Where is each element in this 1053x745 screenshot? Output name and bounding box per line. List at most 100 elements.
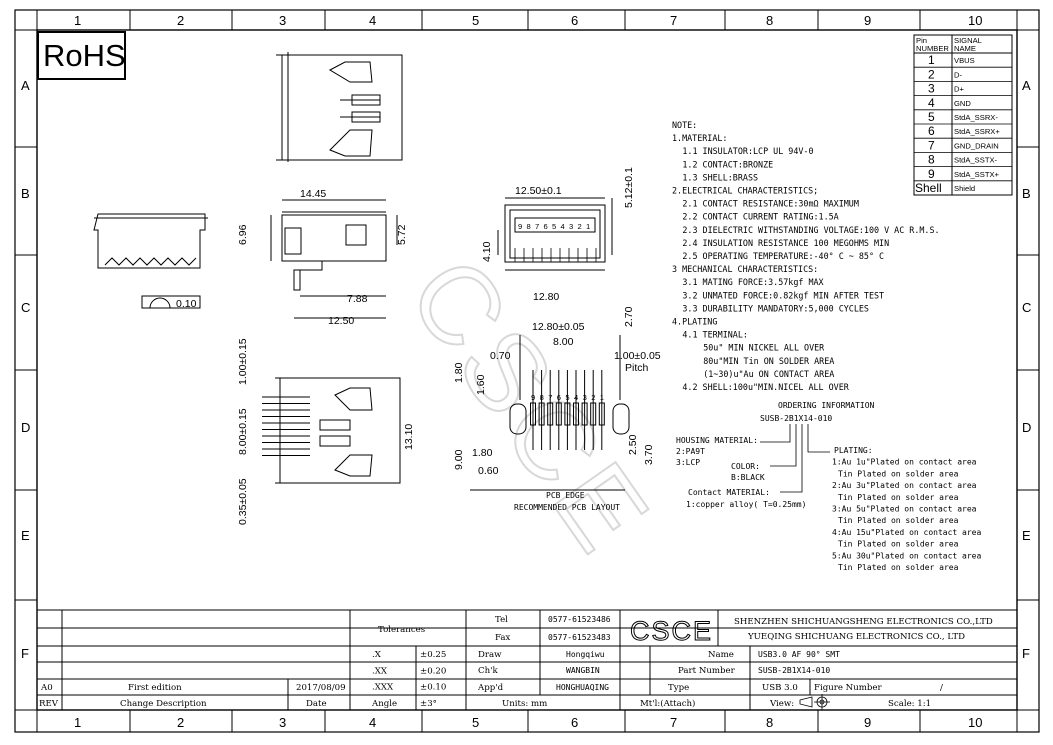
note-line: 1.2 CONTACT:BRONZE xyxy=(682,159,773,169)
pcb-1-60: 1.60 xyxy=(475,374,487,395)
pin-signal: StdA_SSRX+ xyxy=(954,127,1000,136)
housing-option: 3:LCP xyxy=(676,458,700,467)
note-line: 1.MATERIAL: xyxy=(672,133,727,143)
dim-0-35: 0.35±0.05 xyxy=(237,478,249,525)
ordering-leaders xyxy=(760,424,830,493)
tolerance-value: ±3° xyxy=(420,699,437,709)
front-pin-digit: 1 xyxy=(586,222,590,231)
tolerance-key: Angle xyxy=(371,699,397,709)
note-line: 2.3 DIELECTRIC WITHSTANDING VOLTAGE:100 … xyxy=(682,225,939,235)
pin-signal: VBUS xyxy=(954,56,975,65)
part-number-label: Part Number xyxy=(678,666,736,676)
grid-col-top-8: 8 xyxy=(766,13,773,28)
grid-col-bottom-9: 9 xyxy=(864,715,871,730)
pcb-1-00: 1.00±0.05 xyxy=(614,350,661,362)
tolerances-label: Tolerances xyxy=(378,625,425,635)
tolerance-value: ±0.10 xyxy=(420,683,446,693)
front-pin-digit: 8 xyxy=(527,222,531,231)
figure-number-label: Figure Number xyxy=(814,683,882,693)
ordering-options: HOUSING MATERIAL: 2:PA9T 3:LCP COLOR: B:BLAC… xyxy=(676,436,981,572)
pin-head-1a: Pin xyxy=(916,36,927,45)
note-line: 4.2 SHELL:100u"MIN.NICEL ALL OVER xyxy=(682,382,849,392)
color-option: B:BLACK xyxy=(731,473,765,482)
housing-option: HOUSING MATERIAL: xyxy=(676,436,758,445)
outer-frame xyxy=(14,9,1040,733)
pcb-0-70: 0.70 xyxy=(490,350,511,362)
ordering-title: ORDERING INFORMATION xyxy=(778,401,875,410)
pin-signal: StdA_SSTX+ xyxy=(954,170,1000,179)
bottom-pin-lines xyxy=(262,396,310,456)
plating-option: 3:Au 5u"Plated on contact area xyxy=(832,505,977,514)
note-line: 4.1 TERMINAL: xyxy=(682,330,748,340)
plating-option: PLATING: xyxy=(834,446,873,455)
plating-option: Tin Plated on solder area xyxy=(838,563,959,572)
tel-value: 0577-61523486 xyxy=(548,615,611,624)
note-line: 2.2 CONTACT CURRENT RATING:1.5A xyxy=(682,212,838,222)
grid-col-top-7: 7 xyxy=(670,13,677,28)
name-value: USB3.0 AF 90° SMT xyxy=(758,650,840,659)
change-description-head: Change Description xyxy=(120,699,207,709)
type-value: USB 3.0 xyxy=(762,683,798,693)
grid-col-top-10: 10 xyxy=(968,13,982,28)
dim-7-88: 7.88 xyxy=(347,293,368,305)
plating-option: 2:Au 3u"Plated on contact area xyxy=(832,481,977,490)
plating-option: 1:Au 1u"Plated on contact area xyxy=(832,458,977,467)
pin-table xyxy=(913,34,1013,196)
side-view xyxy=(270,199,398,319)
note-line: 2.5 OPERATING TEMPERATURE:-40° C ~ 85° C xyxy=(682,251,884,261)
pcb-12-80: 12.80±0.05 xyxy=(532,321,585,333)
grid-row-right-B: B xyxy=(1022,186,1031,201)
grid-row-right-A: A xyxy=(1022,78,1031,93)
pin-signal: Shield xyxy=(954,184,975,193)
top-view xyxy=(276,52,403,162)
pcb-pad xyxy=(555,402,562,426)
pcb-pad xyxy=(590,402,597,426)
grid-row-left-F: F xyxy=(21,646,29,661)
grid-col-bottom-3: 3 xyxy=(279,715,286,730)
pcb-pad xyxy=(598,402,605,426)
pin-number: 1 xyxy=(928,53,935,67)
grid-col-top-3: 3 xyxy=(279,13,286,28)
front-pin-digit: 3 xyxy=(569,222,573,231)
plating-option: Tin Plated on solder area xyxy=(838,540,959,549)
rev-date: 2017/08/09 xyxy=(296,683,346,693)
front-pin-digit: 2 xyxy=(578,222,582,231)
front-pin-digit: 5 xyxy=(552,222,556,231)
draw-label: Draw xyxy=(478,650,502,660)
front-pin-digit: 6 xyxy=(544,222,548,231)
note-line: 50u" MIN NICKEL ALL OVER xyxy=(703,343,825,353)
pcb-2-50: 2.50 xyxy=(627,434,639,455)
note-line: 3.3 DURABILITY MANDATORY:5,000 CYCLES xyxy=(682,303,869,313)
grid-row-right-E: E xyxy=(1022,528,1031,543)
pin-signal: D+ xyxy=(954,85,964,94)
plating-option: 5:Au 30u"Plated on contact area xyxy=(832,551,981,560)
note-line: 3.2 UNMATED FORCE:0.82kgf MIN AFTER TEST xyxy=(682,290,884,300)
note-line: 3 MECHANICAL CHARACTERISTICS: xyxy=(672,264,818,274)
grid-row-right-F: F xyxy=(1022,646,1030,661)
dim-8-00: 8.00±0.15 xyxy=(237,408,249,455)
grid-row-left-B: B xyxy=(21,186,30,201)
note-line: 2.ELECTRICAL CHARACTERISTICS; xyxy=(672,186,818,196)
rev-head: REV xyxy=(39,699,59,709)
color-option: COLOR: xyxy=(731,462,760,471)
grid-ticks xyxy=(15,10,1039,732)
pcb-pad-number: 1 xyxy=(600,393,604,402)
grid-col-top-4: 4 xyxy=(369,13,376,28)
pcb-1-80b: 1.80 xyxy=(472,447,493,459)
contact-option: Contact MATERIAL: xyxy=(688,488,770,497)
approved-value: HONGHUAQING xyxy=(556,683,609,692)
pin-number: 4 xyxy=(928,96,935,110)
pcb-9-00: 9.00 xyxy=(453,449,465,470)
pin-number: 7 xyxy=(928,138,935,152)
fax-label: Fax xyxy=(495,633,511,643)
housing-option: 2:PA9T xyxy=(676,447,705,456)
pcb-pad xyxy=(538,402,545,426)
grid-col-top-1: 1 xyxy=(74,13,81,28)
dim-2-70: 2.70 xyxy=(623,306,635,327)
front-pin-digit: 9 xyxy=(518,222,522,231)
view-label: View: xyxy=(769,699,794,709)
